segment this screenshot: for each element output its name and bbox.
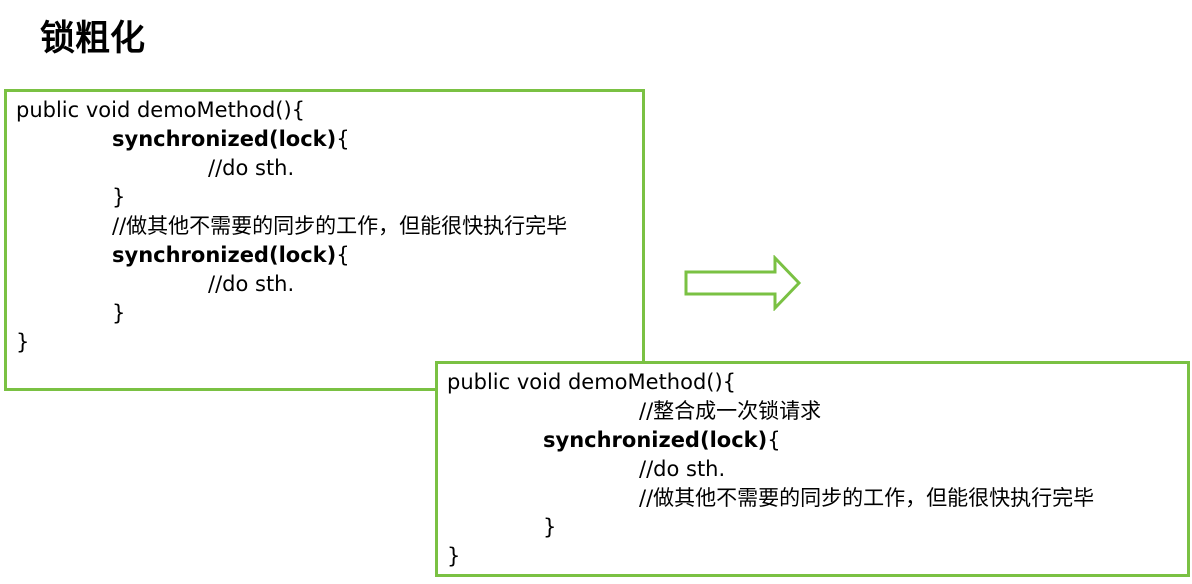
code-text: //do sth. xyxy=(208,156,295,180)
code-text: } xyxy=(112,301,126,325)
code-line: synchronized(lock){ xyxy=(16,241,642,270)
code-keyword: synchronized(lock) xyxy=(112,243,337,267)
code-keyword: synchronized(lock) xyxy=(543,428,768,452)
code-text: { xyxy=(336,127,350,151)
code-line: //整合成一次锁请求 xyxy=(447,397,1187,426)
code-line: public void demoMethod(){ xyxy=(447,368,1187,397)
code-text: } xyxy=(543,515,557,539)
code-line: } xyxy=(447,513,1187,542)
code-text: public void demoMethod(){ xyxy=(16,98,306,122)
code-line: //do sth. xyxy=(447,455,1187,484)
right-arrow-icon xyxy=(684,255,802,311)
code-line: } xyxy=(447,542,1187,571)
code-text: } xyxy=(112,185,126,209)
code-line: } xyxy=(16,183,642,212)
code-line: //do sth. xyxy=(16,270,642,299)
code-text: //do sth. xyxy=(208,272,295,296)
arrow-shape xyxy=(684,255,802,311)
code-line: } xyxy=(16,299,642,328)
code-line: } xyxy=(16,328,642,357)
code-line: synchronized(lock){ xyxy=(447,426,1187,455)
code-text: { xyxy=(336,243,350,267)
code-text: public void demoMethod(){ xyxy=(447,370,737,394)
code-text: } xyxy=(16,330,30,354)
code-block-after: public void demoMethod(){ //整合成一次锁请求 synch… xyxy=(435,361,1190,577)
code-line: //do sth. xyxy=(16,154,642,183)
code-line: synchronized(lock){ xyxy=(16,125,642,154)
code-line: //做其他不需要的同步的工作，但能很快执行完毕 xyxy=(16,212,642,241)
code-keyword: synchronized(lock) xyxy=(112,127,337,151)
code-text: { xyxy=(767,428,781,452)
code-text: //做其他不需要的同步的工作，但能很快执行完毕 xyxy=(112,214,568,238)
code-text: //do sth. xyxy=(639,457,726,481)
code-text: } xyxy=(447,544,461,568)
code-line: //做其他不需要的同步的工作，但能很快执行完毕 xyxy=(447,484,1187,513)
page-title: 锁粗化 xyxy=(40,19,146,59)
code-text: //做其他不需要的同步的工作，但能很快执行完毕 xyxy=(639,486,1095,510)
code-line: public void demoMethod(){ xyxy=(16,96,642,125)
code-block-before: public void demoMethod(){ synchronized(lo… xyxy=(4,89,645,391)
code-text: //整合成一次锁请求 xyxy=(639,399,822,423)
